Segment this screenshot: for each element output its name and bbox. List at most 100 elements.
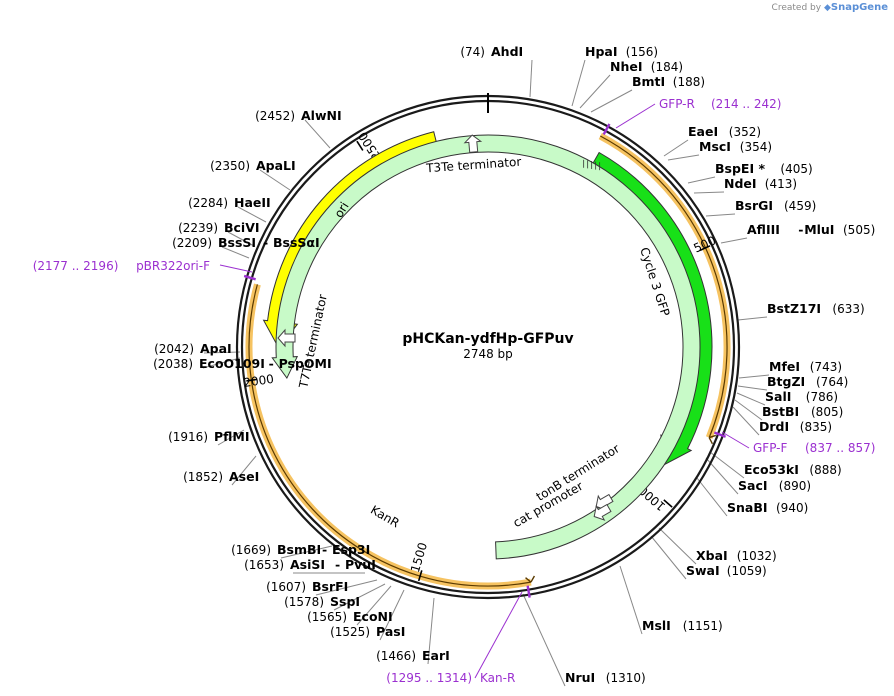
- plasmid-name: pHCKan-ydfHp-GFPuv: [402, 331, 573, 347]
- site-bspei: BspEI *(405): [715, 161, 813, 176]
- site-name: SalI: [765, 389, 791, 404]
- primer-range: (837 .. 857): [805, 441, 875, 455]
- site-name-secondary: Esp3I: [332, 542, 370, 557]
- site-position: (1525): [330, 625, 370, 639]
- site-position: (835): [800, 420, 832, 434]
- site-position: (890): [779, 479, 811, 493]
- site-separator: -: [322, 542, 327, 557]
- site-position: (1916): [168, 430, 208, 444]
- site-name: BtgZI: [767, 374, 805, 389]
- snapgene-logo-icon: ◆: [823, 3, 831, 13]
- site-position: (352): [729, 125, 761, 139]
- site-leader-line: [202, 357, 241, 369]
- site-name: BstZ17I: [767, 301, 821, 316]
- site-name: BsrFI: [312, 579, 348, 594]
- site-position: (888): [809, 463, 841, 477]
- site-leader-line: [705, 213, 736, 217]
- primer-leader-line: [615, 103, 656, 129]
- site-name: EaeI: [688, 124, 718, 139]
- plasmid-backbone: [235, 93, 741, 600]
- site-name: DrdI: [759, 419, 789, 434]
- site-eaei: EaeI (352): [688, 124, 761, 139]
- site-position: (1032): [737, 549, 777, 563]
- primer-name: Kan-R: [480, 671, 515, 685]
- site-leader-line: [734, 399, 763, 421]
- site-name: PflMI: [214, 429, 250, 444]
- site-bcivi: (2239) BciVI: [178, 220, 259, 235]
- site-leader-line: [333, 583, 386, 611]
- site-name: ApaLI: [256, 158, 296, 173]
- site-name: Eco53kI: [744, 462, 799, 477]
- scale-tick-mark: [356, 140, 364, 151]
- site-position: (2209): [172, 236, 212, 250]
- site-leader-line: [663, 139, 689, 157]
- site-bstbi: BstBI(805): [762, 404, 843, 419]
- site-leader-line: [529, 59, 533, 98]
- site-position: (459): [784, 199, 816, 213]
- credit-prefix: Created by: [771, 3, 822, 13]
- site-leader-line: [650, 535, 687, 580]
- site-leader-line: [280, 545, 333, 559]
- scale-tick-mark: [663, 499, 673, 508]
- site-position: (2038): [153, 357, 193, 371]
- site-separator: -: [263, 235, 268, 250]
- site-drdi: DrdI (835): [759, 419, 832, 434]
- primer-site-mark: [526, 585, 531, 598]
- primer-name: GFP-F: [753, 441, 788, 455]
- site-leader-line: [221, 246, 250, 259]
- site-leader-line: [619, 565, 643, 635]
- primer-site-mark: [713, 431, 727, 438]
- site-position: (1852): [183, 470, 223, 484]
- scale-tick-label: 1500: [408, 541, 430, 574]
- primer-range: (1295 .. 1314): [386, 671, 472, 685]
- site-name: BciVI: [224, 220, 260, 235]
- site-leader-line: [693, 191, 725, 194]
- site-position: (743): [810, 360, 842, 374]
- site-position: (764): [816, 375, 848, 389]
- primer-gfp-f: GFP-F (837 .. 857): [713, 431, 875, 455]
- site-eari: (1466)EarI: [376, 648, 450, 663]
- site-name: NruI: [565, 670, 595, 685]
- site-position: (1310): [606, 671, 646, 685]
- site-saci: SacI(890): [738, 478, 811, 493]
- primer-band-line: [248, 284, 532, 587]
- t7te-terminator-icon: [277, 328, 296, 348]
- primer-site-mark: [243, 274, 256, 281]
- site-position: (184): [651, 60, 683, 74]
- site-name: AsiSI: [290, 557, 325, 572]
- scale-tick-mark: [246, 378, 258, 382]
- site-name: BssSI: [218, 235, 256, 250]
- site-separator: -: [269, 356, 274, 371]
- site-position: (354): [740, 140, 772, 154]
- site-name: SspI: [330, 594, 360, 609]
- primer-band-arrowhead: [708, 434, 717, 445]
- site-nrui: NruI (1310): [565, 670, 646, 685]
- primer-name: pBR322ori-F: [136, 259, 210, 273]
- site-sspi: (1578)SspI: [284, 594, 360, 609]
- site-leader-line: [259, 169, 291, 191]
- site-apai: (2042)ApaI: [154, 341, 232, 356]
- site-bsmbi: (1669)BsmBI-Esp3I: [231, 542, 370, 557]
- site-asei: (1852)AseI: [183, 469, 259, 484]
- site-name: BsmBI: [277, 542, 321, 557]
- site-bsrfi: (1607)BsrFI: [266, 579, 348, 594]
- primer-band-line: [600, 135, 728, 438]
- site-position: (188): [673, 75, 705, 89]
- site-position: (2042): [154, 342, 194, 356]
- site-position: (2350): [210, 159, 250, 173]
- site-leader-line: [315, 579, 378, 596]
- site-leader-line: [696, 477, 728, 517]
- primer-leader-line: [721, 431, 750, 449]
- site-leader-line: [356, 585, 392, 626]
- site-name: AhdI: [491, 44, 523, 59]
- site-leader-line: [709, 451, 745, 479]
- site-leader-line: [217, 429, 245, 446]
- site-position: (2239): [178, 221, 218, 235]
- site-name: SnaBI: [727, 500, 768, 515]
- site-leader-line: [579, 74, 611, 109]
- site-leader-line: [720, 237, 748, 244]
- primer-marks: GFP-R(214 .. 242)GFP-F(837 .. 857)(1295 …: [33, 97, 876, 685]
- site-leader-line: [590, 89, 633, 113]
- kanr-feature: [271, 134, 701, 560]
